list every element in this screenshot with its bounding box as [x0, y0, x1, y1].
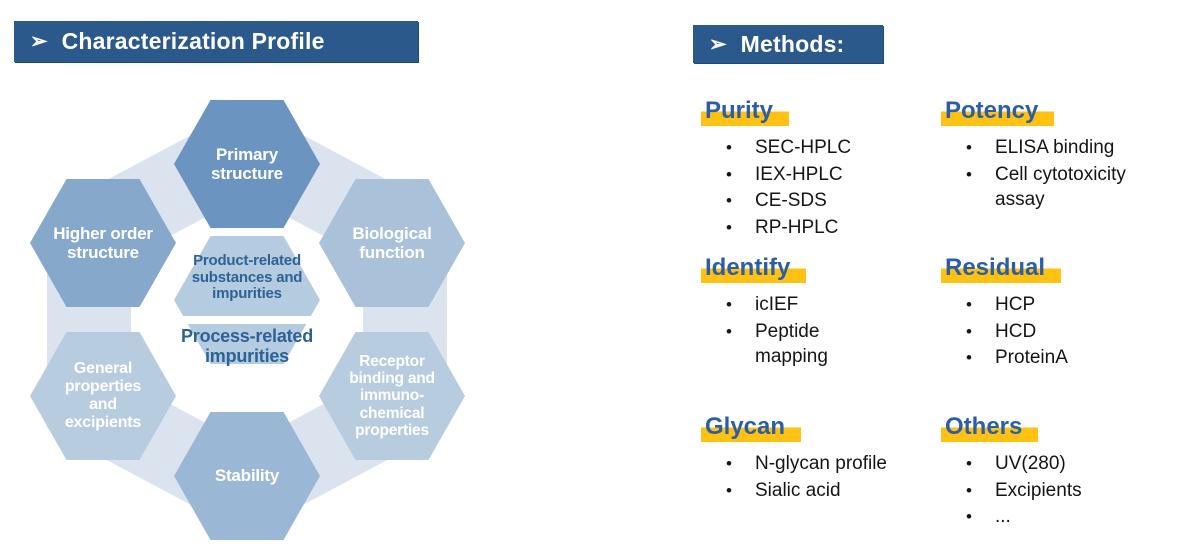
list-item: Cell cytotoxicity assay	[945, 162, 1180, 213]
glycan-method-list: N-glycan profile Sialic acid	[705, 451, 940, 503]
section-potency: Potency ELISA binding Cell cytotoxicity …	[941, 97, 1180, 214]
arrow-bullet-icon: ➢	[709, 32, 727, 56]
characterization-profile-header: ➢ Characterization Profile	[14, 21, 418, 62]
methods-title: Methods:	[740, 30, 845, 57]
hex-label-general-properties: General properties and excipients	[64, 360, 142, 431]
hex-label-higher-order: Higher order structure	[53, 223, 153, 262]
purity-method-list: SEC-HPLC IEX-HPLC CE-SDS RP-HPLC	[705, 135, 940, 240]
section-glycan: Glycan N-glycan profile Sialic acid	[701, 413, 940, 504]
section-title-identify: Identify	[701, 254, 807, 285]
section-residual: Residual HCP HCD ProteinA	[941, 254, 1180, 372]
characterization-hexagon-diagram	[30, 100, 465, 540]
left-panel-title: Characterization Profile	[61, 28, 325, 54]
hex-label-process-related: Process-related impurities	[180, 325, 314, 366]
hex-center-divider	[172, 316, 322, 324]
list-item: ProteinA	[945, 345, 1180, 371]
list-item: HCD	[945, 319, 1180, 345]
hex-label-receptor-binding: Receptor binding and immuno- chemical pr…	[349, 352, 435, 440]
section-others: Others UV(280) Excipients ...	[941, 413, 1180, 531]
list-item: Sialic acid	[705, 478, 940, 504]
list-item: RP-HPLC	[705, 215, 940, 241]
list-item: Excipients	[945, 478, 1180, 504]
list-item: ELISA binding	[945, 135, 1180, 161]
list-item: icIEF	[705, 292, 940, 318]
others-method-list: UV(280) Excipients ...	[945, 451, 1180, 530]
list-item: ...	[945, 504, 1180, 530]
hex-primary-structure	[174, 100, 320, 228]
hex-receptor-binding	[319, 332, 465, 460]
hex-center-impurities	[174, 236, 320, 364]
hex-label-product-related: Product-related substances and impuritie…	[191, 251, 303, 303]
section-purity: Purity SEC-HPLC IEX-HPLC CE-SDS RP-HPLC	[701, 97, 940, 241]
section-title-purity: Purity	[701, 97, 790, 128]
list-item: SEC-HPLC	[705, 135, 940, 161]
hex-general-properties	[30, 332, 176, 460]
hex-label-stability: Stability	[214, 466, 280, 486]
hex-label-primary-structure: Primary structure	[211, 144, 283, 183]
hex-biological-function	[319, 179, 465, 307]
hex-label-biological-function: Biological function	[352, 223, 432, 262]
section-identify: Identify icIEF Peptide mapping	[701, 254, 940, 371]
residual-method-list: HCP HCD ProteinA	[945, 292, 1180, 371]
hex-stability	[174, 412, 320, 540]
section-title-glycan: Glycan	[701, 413, 802, 444]
list-item: UV(280)	[945, 451, 1180, 477]
section-title-potency: Potency	[941, 97, 1055, 128]
list-item: IEX-HPLC	[705, 162, 940, 188]
arrow-bullet-icon: ➢	[30, 30, 48, 53]
potency-method-list: ELISA binding Cell cytotoxicity assay	[945, 135, 1180, 213]
list-item: Peptide mapping	[705, 319, 940, 370]
list-item: CE-SDS	[705, 188, 940, 214]
list-item: N-glycan profile	[705, 451, 940, 477]
identify-method-list: icIEF Peptide mapping	[705, 292, 940, 370]
methods-header: ➢ Methods:	[693, 25, 883, 63]
list-item: HCP	[945, 292, 1180, 318]
hex-higher-order-structure	[30, 179, 176, 307]
section-title-others: Others	[941, 413, 1039, 444]
section-title-residual: Residual	[941, 254, 1062, 285]
